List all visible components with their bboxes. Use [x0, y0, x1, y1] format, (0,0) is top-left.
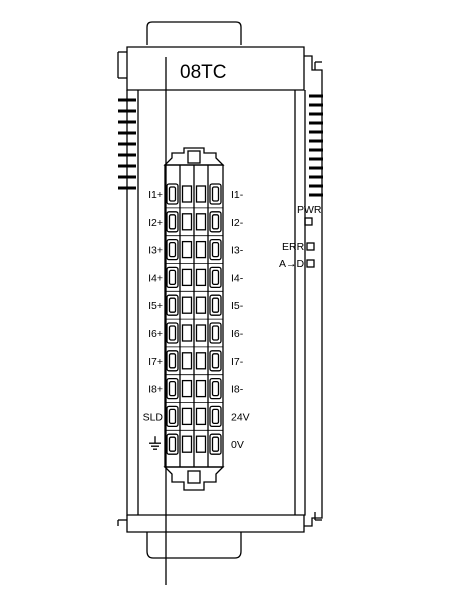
screw-right-inner [211, 241, 220, 258]
wire-slot-right [195, 379, 207, 398]
wire-slot-right [195, 407, 207, 426]
wire-slot-left [181, 352, 193, 370]
wire-slot-right [195, 268, 207, 287]
screw-right [209, 377, 222, 400]
screw-left [166, 350, 179, 372]
terminal-label-right: I4- [231, 272, 244, 284]
screw-right-inner [211, 436, 220, 452]
led-indicators [304, 217, 315, 268]
terminal-label-left: I1+ [148, 189, 163, 201]
led-label-a-to-d: A→D [279, 258, 305, 270]
model-label: 08TC [180, 62, 226, 83]
terminal-label-left: I2+ [148, 217, 163, 229]
screw-rows [165, 183, 223, 455]
wire-slot-right [195, 185, 207, 203]
terminal-label-right: I1- [231, 189, 244, 201]
screw-left [166, 238, 179, 261]
terminal-label-right: I3- [231, 245, 244, 257]
led-box-0 [304, 217, 313, 226]
wire-slot-left [181, 324, 193, 342]
wire-slot-left [181, 268, 193, 287]
screw-left [166, 405, 179, 428]
screw-right-inner [211, 325, 220, 341]
led-box-1 [306, 242, 315, 251]
housing-outline [117, 46, 323, 585]
screw-left-inner [168, 408, 177, 425]
screw-right-inner [211, 186, 220, 202]
screw-left [166, 322, 179, 344]
screw-left-inner [168, 297, 177, 313]
terminal-label-left: SLD [143, 411, 164, 423]
wire-slot-right [195, 324, 207, 342]
top-mounting-tab [146, 21, 242, 45]
terminal-label-right: I2- [231, 217, 244, 229]
screw-right-inner [211, 380, 220, 397]
screw-right [209, 238, 222, 261]
screw-left [166, 294, 179, 316]
terminal-label-left: I6+ [148, 328, 163, 340]
terminal-block [163, 147, 225, 491]
led-label-err: ERR [282, 241, 305, 253]
wire-slot-right [195, 435, 207, 453]
screw-left [166, 433, 179, 455]
screw-left [166, 211, 179, 233]
wire-slot-right [195, 213, 207, 231]
wire-slot-left [181, 435, 193, 453]
terminal-label-left: I7+ [148, 356, 163, 368]
right-vent [309, 94, 323, 197]
screw-left [166, 183, 179, 205]
screw-right-inner [211, 408, 220, 425]
screw-left-inner [168, 353, 177, 369]
terminal-labels: I1+ I1- I2+ I2- I3+ I3- I4+ I4- I5+ I5- I6+ I6- I7+ I… [143, 189, 250, 451]
led-label-pwr: PWR [297, 204, 322, 216]
terminal-label-left: I3+ [148, 245, 163, 257]
screw-right [209, 211, 222, 233]
screw-left-inner [168, 436, 177, 452]
terminal-label-right: I5- [231, 300, 244, 312]
screw-left-inner [168, 380, 177, 397]
led-box-2 [306, 259, 315, 268]
left-vent [118, 98, 136, 190]
wire-slot-right [195, 296, 207, 314]
screw-left-inner [168, 241, 177, 258]
screw-right [209, 405, 222, 428]
wire-slot-left [181, 185, 193, 203]
screw-right-inner [211, 353, 220, 369]
terminal-label-right: I7- [231, 356, 244, 368]
terminal-label-left: I5+ [148, 300, 163, 312]
wire-slot-left [181, 240, 193, 259]
screw-left-inner [168, 214, 177, 230]
screw-left [166, 266, 179, 289]
screw-right-inner [211, 297, 220, 313]
ground-icon [149, 436, 161, 450]
screw-right [209, 183, 222, 205]
screw-left-inner [168, 186, 177, 202]
terminal-label-left: I4+ [148, 272, 163, 284]
screw-left-inner [168, 269, 177, 286]
terminal-label-right: 0V [231, 439, 244, 451]
screw-right-inner [211, 214, 220, 230]
terminal-label-right: 24V [231, 411, 250, 423]
screw-right [209, 266, 222, 289]
wire-slot-right [195, 352, 207, 370]
screw-left [166, 377, 179, 400]
terminal-label-right: I8- [231, 384, 244, 396]
screw-right [209, 350, 222, 372]
terminal-label-right: I6- [231, 328, 244, 340]
screw-right [209, 322, 222, 344]
wire-slot-left [181, 296, 193, 314]
screw-right [209, 294, 222, 316]
wire-slot-left [181, 407, 193, 426]
screw-right-inner [211, 269, 220, 286]
terminal-label-left: I8+ [148, 384, 163, 396]
screw-right [209, 433, 222, 455]
wire-slot-right [195, 240, 207, 259]
screw-left-inner [168, 325, 177, 341]
wire-slot-left [181, 379, 193, 398]
wire-slot-left [181, 213, 193, 231]
bottom-mounting-tab [146, 532, 242, 559]
